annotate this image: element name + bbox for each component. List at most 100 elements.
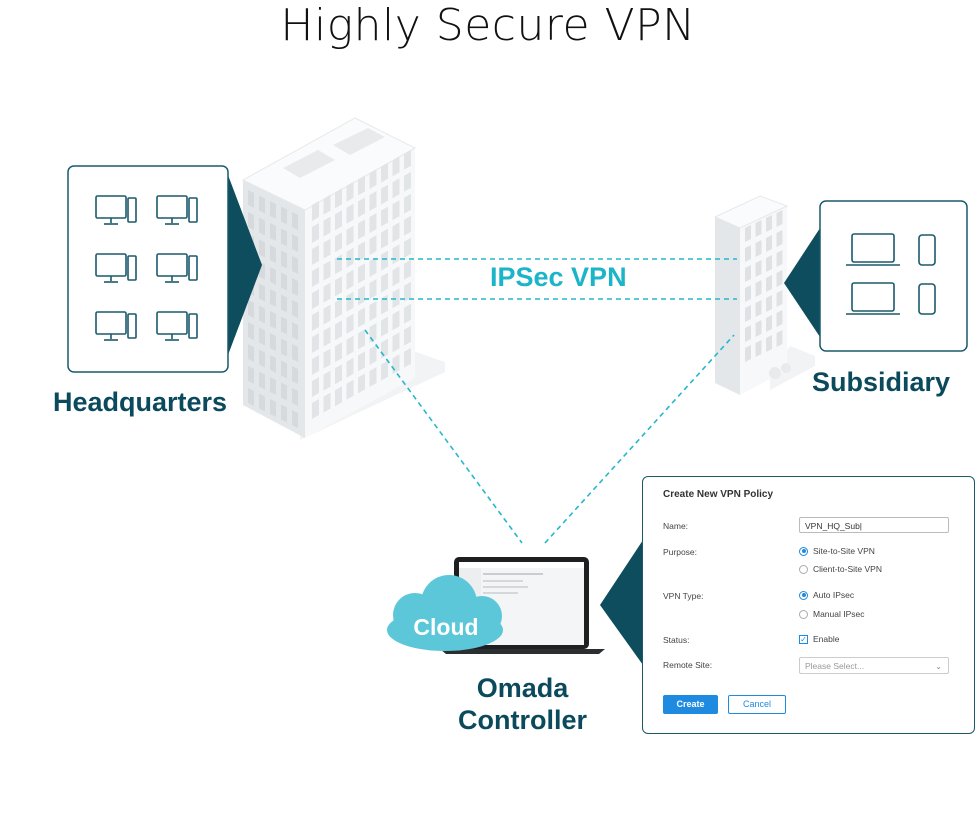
hq-window bbox=[323, 370, 331, 391]
hq-window bbox=[270, 267, 276, 285]
subsidiary-window bbox=[766, 315, 772, 332]
subsidiary-window bbox=[745, 265, 751, 282]
vpn-type-manual-ipsec-radio[interactable]: Manual IPsec bbox=[799, 609, 865, 619]
hq-window bbox=[312, 355, 319, 375]
hq-window bbox=[270, 333, 276, 351]
hq-window bbox=[281, 316, 287, 335]
hq-window bbox=[404, 237, 411, 258]
hq-window bbox=[323, 282, 331, 303]
hq-window bbox=[292, 410, 298, 428]
hq-window bbox=[346, 181, 354, 202]
hq-window bbox=[248, 322, 254, 340]
checkmark-icon: ✓ bbox=[799, 634, 808, 644]
hq-window bbox=[369, 191, 377, 211]
hq-window bbox=[335, 298, 342, 319]
radio-unselected-icon bbox=[799, 564, 808, 574]
vpn-type-option-label: Manual IPsec bbox=[813, 609, 865, 619]
purpose-label: Purpose: bbox=[663, 547, 698, 557]
subsidiary-window bbox=[745, 245, 751, 262]
hq-window bbox=[270, 377, 276, 395]
vpn-type-auto-ipsec-radio[interactable]: Auto IPsec bbox=[799, 590, 854, 600]
hq-window bbox=[312, 289, 319, 309]
hq-window bbox=[381, 272, 388, 293]
hq-window bbox=[259, 239, 265, 258]
hq-window bbox=[292, 344, 298, 362]
hq-window bbox=[312, 201, 319, 221]
hq-window bbox=[292, 256, 298, 274]
hq-window bbox=[404, 149, 411, 170]
hq-window bbox=[281, 250, 287, 269]
chevron-down-icon: ⌄ bbox=[935, 662, 942, 671]
subsidiary-window bbox=[776, 270, 783, 287]
hq-window bbox=[259, 371, 265, 390]
subsidiary-window bbox=[776, 310, 783, 327]
status-enable-checkbox[interactable]: ✓ Enable bbox=[799, 634, 839, 644]
hq-window bbox=[323, 238, 331, 259]
hq-window bbox=[248, 300, 254, 318]
hq-window bbox=[335, 188, 342, 209]
desktop-computer-icon bbox=[95, 195, 137, 225]
desktop-computer-icon bbox=[95, 253, 137, 283]
hq-window bbox=[404, 171, 411, 192]
purpose-option-label: Site-to-Site VPN bbox=[813, 546, 875, 556]
hq-window bbox=[270, 399, 276, 417]
hq-window bbox=[323, 194, 331, 215]
name-input[interactable]: VPN_HQ_Sub| bbox=[799, 517, 949, 533]
hq-window bbox=[358, 241, 365, 262]
hq-window bbox=[323, 216, 331, 237]
hq-window bbox=[248, 388, 254, 406]
subsidiary-window bbox=[776, 210, 783, 227]
headquarters-label: Headquarters bbox=[53, 387, 228, 417]
hq-window bbox=[259, 305, 265, 324]
hq-window bbox=[312, 267, 319, 287]
hq-window bbox=[381, 162, 388, 183]
hq-window bbox=[281, 228, 287, 247]
vpn-links bbox=[337, 258, 737, 544]
hq-window bbox=[392, 156, 400, 177]
hq-window bbox=[323, 304, 331, 325]
hq-window bbox=[281, 272, 287, 291]
hq-window bbox=[312, 245, 319, 265]
cancel-button[interactable]: Cancel bbox=[728, 695, 786, 714]
headquarters-building bbox=[241, 117, 417, 438]
hq-window bbox=[404, 215, 411, 236]
hq-window bbox=[335, 210, 342, 231]
hq-window bbox=[312, 223, 319, 243]
subsidiary-window bbox=[755, 220, 762, 237]
remote-site-placeholder: Please Select... bbox=[805, 661, 865, 671]
subsidiary-label: Subsidiary bbox=[812, 367, 951, 397]
create-button[interactable]: Create bbox=[663, 695, 718, 714]
hq-window bbox=[248, 190, 254, 208]
hq-window bbox=[392, 200, 400, 221]
subsidiary-window bbox=[745, 325, 751, 342]
purpose-client-to-site-radio[interactable]: Client-to-Site VPN bbox=[799, 564, 882, 574]
hq-window bbox=[323, 326, 331, 347]
vpn-type-label: VPN Type: bbox=[663, 591, 704, 601]
subsidiary-building bbox=[713, 195, 815, 395]
desktop-computer-icon bbox=[156, 311, 198, 341]
hq-window bbox=[346, 203, 354, 224]
hq-window bbox=[270, 245, 276, 263]
hq-window bbox=[312, 399, 319, 419]
hq-window bbox=[381, 228, 388, 249]
hq-window bbox=[404, 303, 411, 324]
hq-window bbox=[281, 360, 287, 379]
subsidiary-window bbox=[755, 340, 762, 357]
hq-window bbox=[346, 313, 354, 334]
hq-window bbox=[346, 269, 354, 290]
purpose-site-to-site-radio[interactable]: Site-to-Site VPN bbox=[799, 546, 875, 556]
hq-window bbox=[358, 263, 365, 284]
hq-window bbox=[369, 235, 377, 255]
radio-unselected-icon bbox=[799, 609, 808, 619]
remote-site-label: Remote Site: bbox=[663, 660, 713, 670]
form-title: Create New VPN Policy bbox=[663, 489, 774, 500]
hq-window bbox=[335, 386, 342, 407]
hq-window bbox=[358, 307, 365, 328]
hq-window bbox=[381, 316, 388, 337]
hq-window bbox=[346, 379, 354, 400]
subsidiary-window bbox=[766, 235, 772, 252]
vpn-policy-form: Create New VPN Policy Name: VPN_HQ_Sub| … bbox=[642, 476, 975, 734]
hq-window bbox=[292, 212, 298, 230]
remote-site-select[interactable]: Please Select... ⌄ bbox=[799, 657, 949, 674]
